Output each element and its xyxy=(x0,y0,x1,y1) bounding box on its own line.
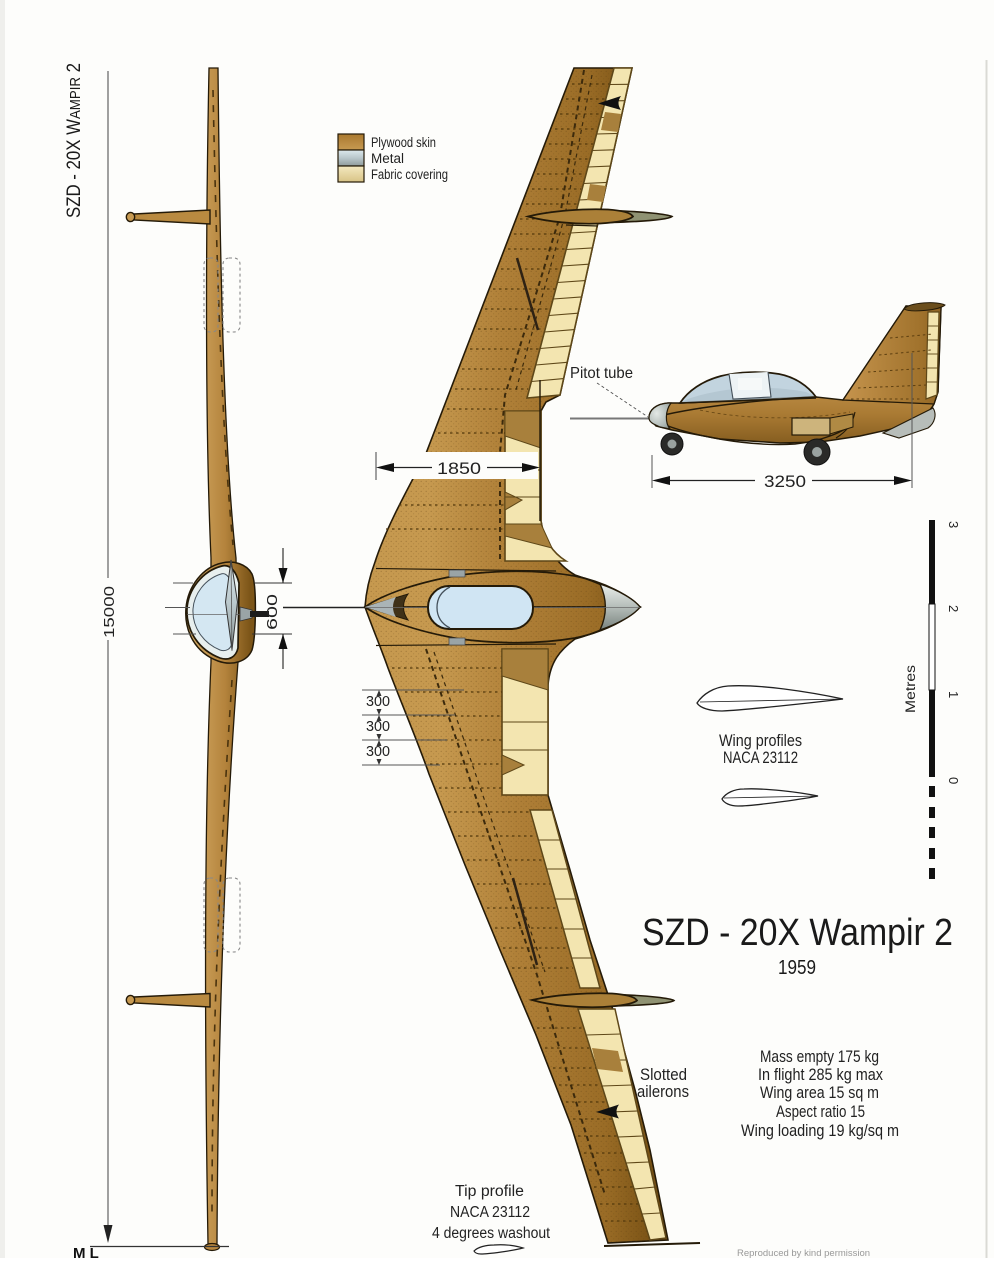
svg-text:1: 1 xyxy=(946,691,961,698)
svg-text:Tip profile: Tip profile xyxy=(455,1183,524,1200)
svg-text:Pitot tube: Pitot tube xyxy=(570,365,633,382)
svg-text:Metres: Metres xyxy=(903,665,918,713)
svg-text:300: 300 xyxy=(366,719,390,735)
svg-text:In flight 285 kg max: In flight 285 kg max xyxy=(758,1065,883,1084)
svg-text:SZD - 20X Wampir 2: SZD - 20X Wampir 2 xyxy=(642,912,953,954)
svg-text:Metal: Metal xyxy=(371,151,404,166)
svg-text:Plywood skin: Plywood skin xyxy=(371,135,436,150)
svg-text:ailerons: ailerons xyxy=(637,1082,689,1101)
svg-text:600: 600 xyxy=(265,594,281,630)
svg-text:3: 3 xyxy=(946,521,961,528)
svg-text:2: 2 xyxy=(946,605,961,612)
svg-text:Wing loading 19 kg/sq m: Wing loading 19 kg/sq m xyxy=(741,1121,899,1140)
svg-text:M L: M L xyxy=(73,1245,99,1258)
svg-text:Fabric covering: Fabric covering xyxy=(371,167,448,182)
svg-text:NACA 23112: NACA 23112 xyxy=(450,1204,530,1221)
svg-text:Mass empty 175 kg: Mass empty 175 kg xyxy=(760,1047,879,1066)
svg-text:300: 300 xyxy=(366,694,390,710)
svg-text:0: 0 xyxy=(946,777,961,784)
svg-text:Aspect ratio 15: Aspect ratio 15 xyxy=(776,1102,865,1121)
svg-text:Reproduced by kind permission: Reproduced by kind permission xyxy=(737,1248,870,1258)
svg-text:3250: 3250 xyxy=(764,472,806,491)
svg-text:Wing area 15 sq m: Wing area 15 sq m xyxy=(760,1083,879,1102)
svg-text:SZD - 20X WAMPIR 2: SZD - 20X WAMPIR 2 xyxy=(64,63,85,218)
svg-text:15000: 15000 xyxy=(101,586,118,638)
svg-text:1850: 1850 xyxy=(437,459,481,478)
svg-text:300: 300 xyxy=(366,744,390,760)
svg-text:4 degrees washout: 4 degrees washout xyxy=(432,1225,551,1242)
svg-text:NACA 23112: NACA 23112 xyxy=(723,748,798,767)
svg-text:1959: 1959 xyxy=(778,957,816,979)
